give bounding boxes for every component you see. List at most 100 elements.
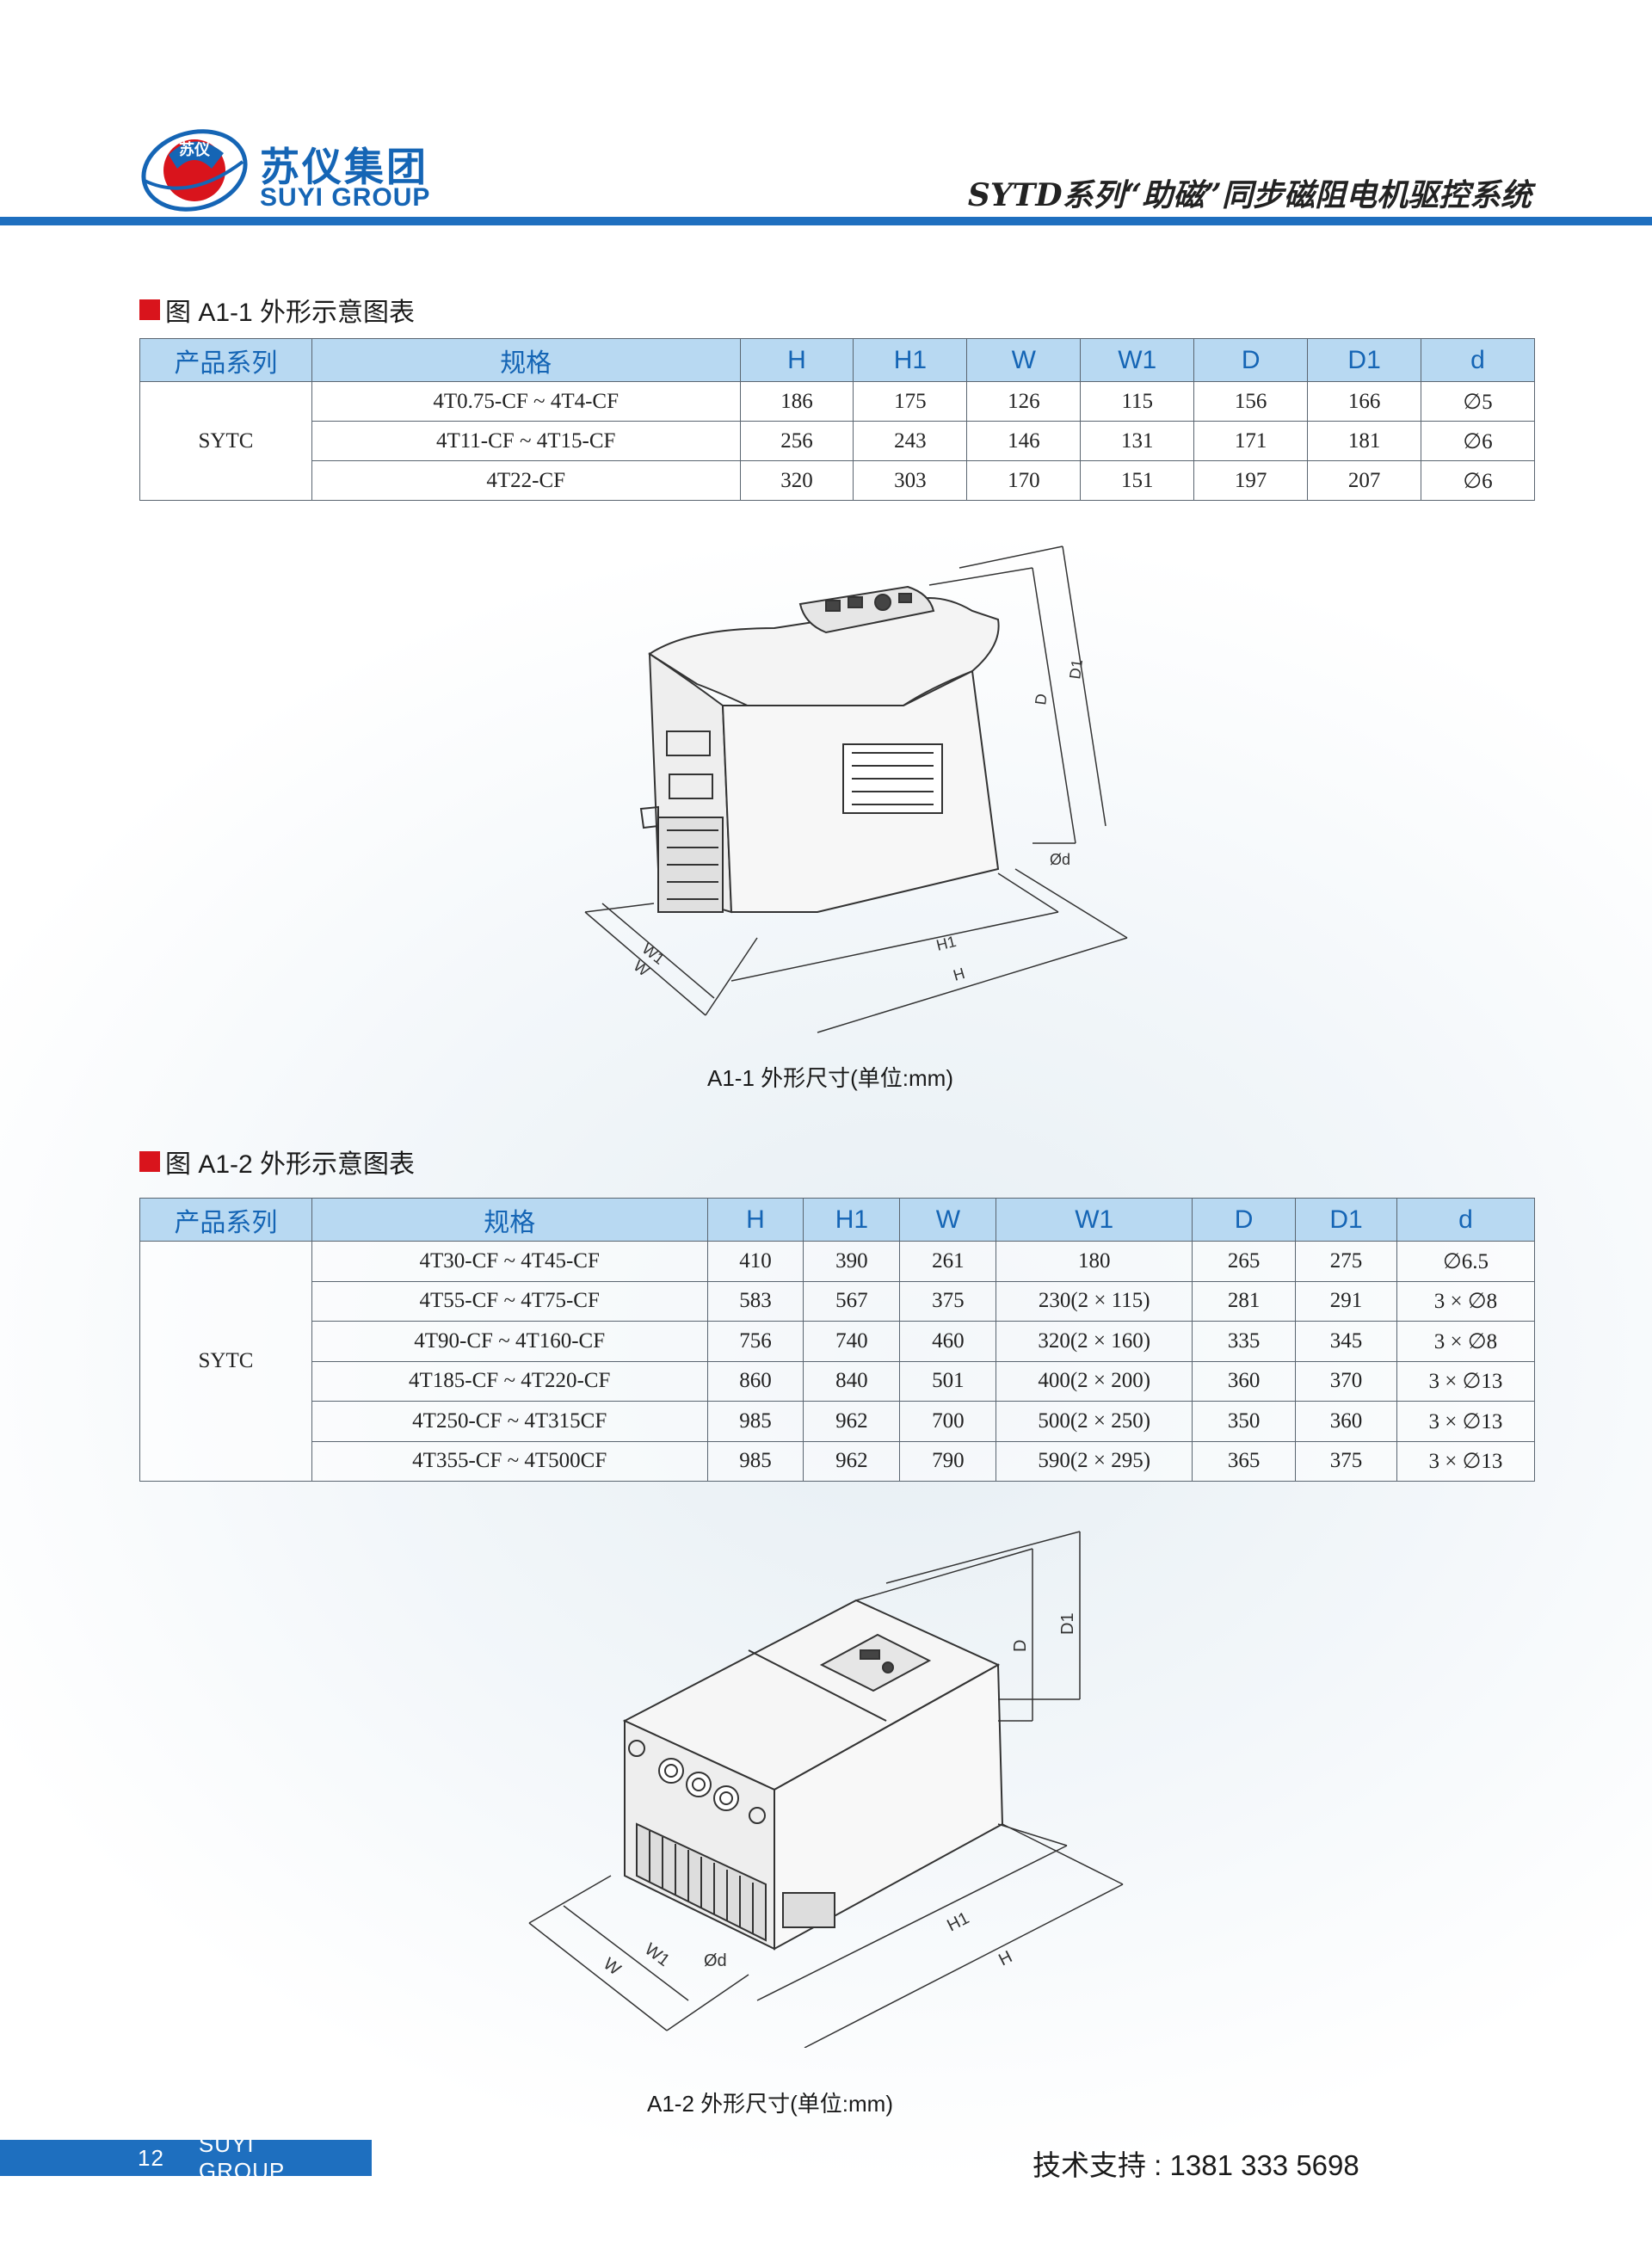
col-header: 产品系列: [139, 1198, 312, 1242]
table-cell: 756: [706, 1321, 804, 1362]
document-title: SYTD系列“助磁”同步磁阻电机驱控系统: [967, 177, 1532, 213]
table-cell: 197: [1193, 460, 1309, 501]
table-row: 4T11-CF ~ 4T15-CF 256 243 146 131 171 18…: [140, 421, 1535, 461]
red-square-icon: [139, 1151, 160, 1172]
table-row: 4T355-CF ~ 4T500CF 985 962 790 590(2 × 2…: [140, 1440, 1535, 1482]
tech-support-phone: 技术支持 : 1381 333 5698: [1032, 2149, 1359, 2181]
table-cell: ∅5: [1421, 381, 1535, 422]
col-header: D1: [1295, 1198, 1397, 1242]
table-cell: 3 × ∅13: [1396, 1440, 1535, 1482]
table-cell: 4T250-CF ~ 4T315CF: [311, 1401, 708, 1442]
table-cell: 4T22-CF: [311, 460, 741, 501]
table-cell: 500(2 × 250): [996, 1401, 1193, 1442]
dim-label-hole: Ød: [1050, 851, 1070, 868]
col-header: d: [1396, 1198, 1535, 1242]
table-row: 4T22-CF 320 303 170 151 197 207 ∅6: [140, 460, 1535, 501]
dim-label-d1: D1: [1066, 658, 1086, 681]
table-cell: 501: [899, 1360, 997, 1402]
table-cell: 4T30-CF ~ 4T45-CF: [311, 1241, 708, 1282]
table-cell: 410: [706, 1241, 804, 1282]
table-cell: 985: [706, 1440, 804, 1482]
table-cell: 583: [706, 1280, 804, 1322]
table-cell: 370: [1295, 1360, 1397, 1402]
table-cell: 985: [706, 1401, 804, 1442]
table-cell: 567: [803, 1280, 901, 1322]
brand-name-cn: 苏仪集团: [260, 145, 428, 189]
table-row: 4T250-CF ~ 4T315CF 985 962 700 500(2 × 2…: [140, 1401, 1535, 1442]
table-cell: 166: [1307, 381, 1422, 422]
col-header: W: [966, 338, 1082, 382]
section1-heading-text: 图 A1-1 外形示意图表: [165, 299, 416, 327]
table-cell: 115: [1080, 381, 1195, 422]
table-row: SYTC 4T0.75-CF ~ 4T4-CF 186 175 126 115 …: [139, 381, 1535, 501]
col-header: D: [1193, 338, 1309, 382]
table-cell: 4T0.75-CF ~ 4T4-CF: [311, 381, 741, 422]
table-cell: 126: [966, 381, 1082, 422]
series-cell: SYTC: [139, 381, 312, 501]
series-cell: SYTC: [139, 1241, 312, 1482]
table-cell: 962: [803, 1440, 901, 1482]
col-header: D: [1192, 1198, 1297, 1242]
table-cell: 790: [899, 1440, 997, 1482]
table-cell: 4T355-CF ~ 4T500CF: [311, 1440, 708, 1482]
col-header: H: [739, 338, 854, 382]
dim-label-h1: H1: [934, 933, 958, 954]
spec-table-a1-1: 产品系列 规格 H H1 W W1 D D1 d SYTC 4T0.75-CF …: [139, 338, 1535, 501]
table-cell: 350: [1192, 1401, 1297, 1442]
table-cell: 281: [1192, 1280, 1297, 1322]
table-cell: 335: [1192, 1321, 1297, 1362]
dim-label-d: D: [1011, 1640, 1030, 1652]
table-cell: ∅6.5: [1396, 1241, 1535, 1282]
table-cell: 375: [899, 1280, 997, 1322]
table-cell: 151: [1080, 460, 1195, 501]
table-cell: 320(2 × 160): [996, 1321, 1193, 1362]
dim-label-h: H: [996, 1947, 1015, 1969]
table-cell: 186: [739, 381, 854, 422]
table-cell: 375: [1295, 1440, 1397, 1482]
table-cell: 590(2 × 295): [996, 1440, 1193, 1482]
dim-label-d: D: [1032, 693, 1051, 706]
table-cell: 3 × ∅13: [1396, 1360, 1535, 1402]
table-cell: 700: [899, 1401, 997, 1442]
table-cell: 291: [1295, 1280, 1397, 1322]
footer-bar: 12 SUYI GROUP: [0, 2131, 372, 2184]
table-cell: 390: [803, 1241, 901, 1282]
table-cell: 181: [1307, 421, 1422, 461]
table-cell: 131: [1080, 421, 1195, 461]
table-cell: 4T90-CF ~ 4T160-CF: [311, 1321, 708, 1362]
dim-label-w1: W1: [641, 1939, 673, 1970]
dim-label-hole: Ød: [704, 1951, 727, 1970]
logo-text: 苏仪: [179, 140, 211, 159]
table-cell: 256: [739, 421, 854, 461]
col-header: D1: [1307, 338, 1422, 382]
col-header: W: [899, 1198, 997, 1242]
table-cell: 345: [1295, 1321, 1397, 1362]
table-cell: 365: [1192, 1440, 1297, 1482]
table-row: 4T55-CF ~ 4T75-CF 583 567 375 230(2 × 11…: [140, 1280, 1535, 1322]
table-cell: 171: [1193, 421, 1309, 461]
header-rule: [0, 217, 1652, 225]
section2-heading: 图 A1-2 外形示意图表: [139, 1143, 415, 1180]
red-square-icon: [139, 299, 160, 320]
col-header: W1: [1080, 338, 1195, 382]
table-cell: 275: [1295, 1241, 1397, 1282]
col-header: H1: [803, 1198, 901, 1242]
table-cell: 4T185-CF ~ 4T220-CF: [311, 1360, 708, 1402]
table-cell: 146: [966, 421, 1082, 461]
col-header: H1: [853, 338, 968, 382]
brand-name-en: SUYI GROUP: [260, 183, 431, 212]
table-row: 4T185-CF ~ 4T220-CF 860 840 501 400(2 × …: [140, 1360, 1535, 1402]
table-cell: 860: [706, 1360, 804, 1402]
col-header: 规格: [311, 338, 741, 382]
table-cell: 3 × ∅8: [1396, 1280, 1535, 1322]
col-header: H: [706, 1198, 804, 1242]
table-cell: 303: [853, 460, 968, 501]
table-cell: 740: [803, 1321, 901, 1362]
table-row: 4T90-CF ~ 4T160-CF 756 740 460 320(2 × 1…: [140, 1321, 1535, 1362]
table-cell: ∅6: [1421, 421, 1535, 461]
dim-label-h: H: [952, 965, 967, 984]
table-cell: 265: [1192, 1241, 1297, 1282]
page-number: 12: [138, 2144, 164, 2171]
caption-a1-2: A1-2 外形尺寸(单位:mm): [647, 2091, 894, 2117]
table-cell: 360: [1295, 1401, 1397, 1442]
